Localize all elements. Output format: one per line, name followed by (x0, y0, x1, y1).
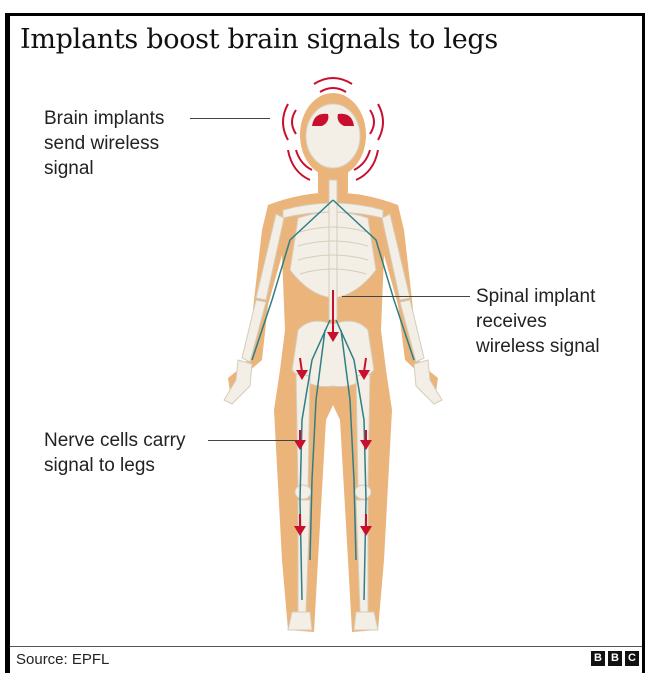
skull (306, 104, 360, 168)
source-credit: Source: EPFL (16, 651, 109, 668)
logo-letter: B (608, 651, 622, 666)
logo-letter: B (591, 651, 605, 666)
logo-letter: C (625, 651, 639, 666)
bbc-logo: B B C (591, 651, 639, 666)
leader-nerve (208, 440, 298, 441)
footer-divider (10, 646, 642, 647)
label-nerve-cells: Nerve cells carry signal to legs (44, 428, 185, 478)
leader-brain (190, 118, 270, 119)
label-brain-implants: Brain implants send wireless signal (44, 106, 164, 181)
leader-spinal (342, 296, 470, 297)
label-spinal-implant: Spinal implant receives wireless signal (476, 284, 600, 359)
